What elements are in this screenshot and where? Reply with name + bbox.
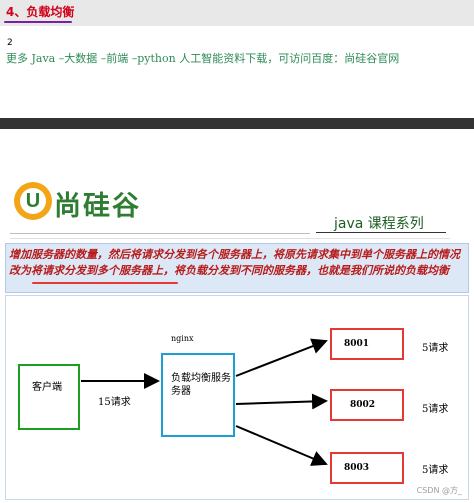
promo-text[interactable]: 更多 Java –大数据 –前端 –python 人工智能资料下载，可访问百度：…: [6, 52, 400, 65]
logo-letter: U: [20, 188, 46, 214]
server-8003-label: 8003: [344, 463, 370, 473]
server-8002-box: 8002: [330, 389, 404, 421]
tagline-underline: [316, 232, 446, 233]
watermark: CSDN @方_: [416, 486, 462, 495]
divider-bar: [0, 118, 474, 129]
logo-text: 尚硅谷: [54, 191, 141, 222]
arrow-balancer-to-8002: [235, 393, 328, 410]
title-underline: [4, 21, 72, 23]
server-8001-requests: 5请求: [422, 343, 449, 354]
balancer-label-2: 务器: [171, 386, 191, 397]
client-box: 客户端: [18, 364, 80, 430]
balancer-label-1: 负载均衡服务: [171, 373, 231, 384]
note-text: 增加服务器的数量，然后将请求分发到各个服务器上，将原先请求集中到单个服务器上的情…: [9, 248, 460, 277]
header-rule-2: [10, 238, 450, 239]
client-requests-label: 15请求: [98, 397, 131, 408]
nginx-label: nginx: [171, 334, 194, 343]
course-tagline: java 课程系列: [334, 216, 424, 232]
server-8003-requests: 5请求: [422, 465, 449, 476]
section-title: 4、负载均衡: [6, 5, 75, 19]
logo: U 尚硅谷: [14, 178, 164, 228]
header-bar: 4、负载均衡: [0, 0, 474, 26]
header-rule: [10, 233, 310, 234]
page-number: 2: [7, 38, 13, 48]
client-label: 客户端: [32, 382, 62, 393]
server-8002-requests: 5请求: [422, 404, 449, 415]
arrows-layer: [81, 338, 328, 466]
note-underline: [32, 282, 178, 284]
note-box: 增加服务器的数量，然后将请求分发到各个服务器上，将原先请求集中到单个服务器上的情…: [5, 243, 469, 293]
balancer-box: 负载均衡服务 务器: [161, 353, 235, 437]
server-8001-label: 8001: [344, 339, 370, 349]
server-8002-label: 8002: [350, 400, 376, 410]
arrow-balancer-to-8001: [235, 338, 328, 377]
logo-circle-icon: U: [14, 182, 52, 220]
server-8001-box: 8001: [330, 328, 404, 360]
load-balance-diagram: 客户端 15请求 nginx 负载均衡服务 务器 8001 5请求 8002 5…: [5, 295, 469, 500]
arrow-balancer-to-8003: [235, 425, 328, 466]
server-8003-box: 8003: [330, 452, 404, 484]
